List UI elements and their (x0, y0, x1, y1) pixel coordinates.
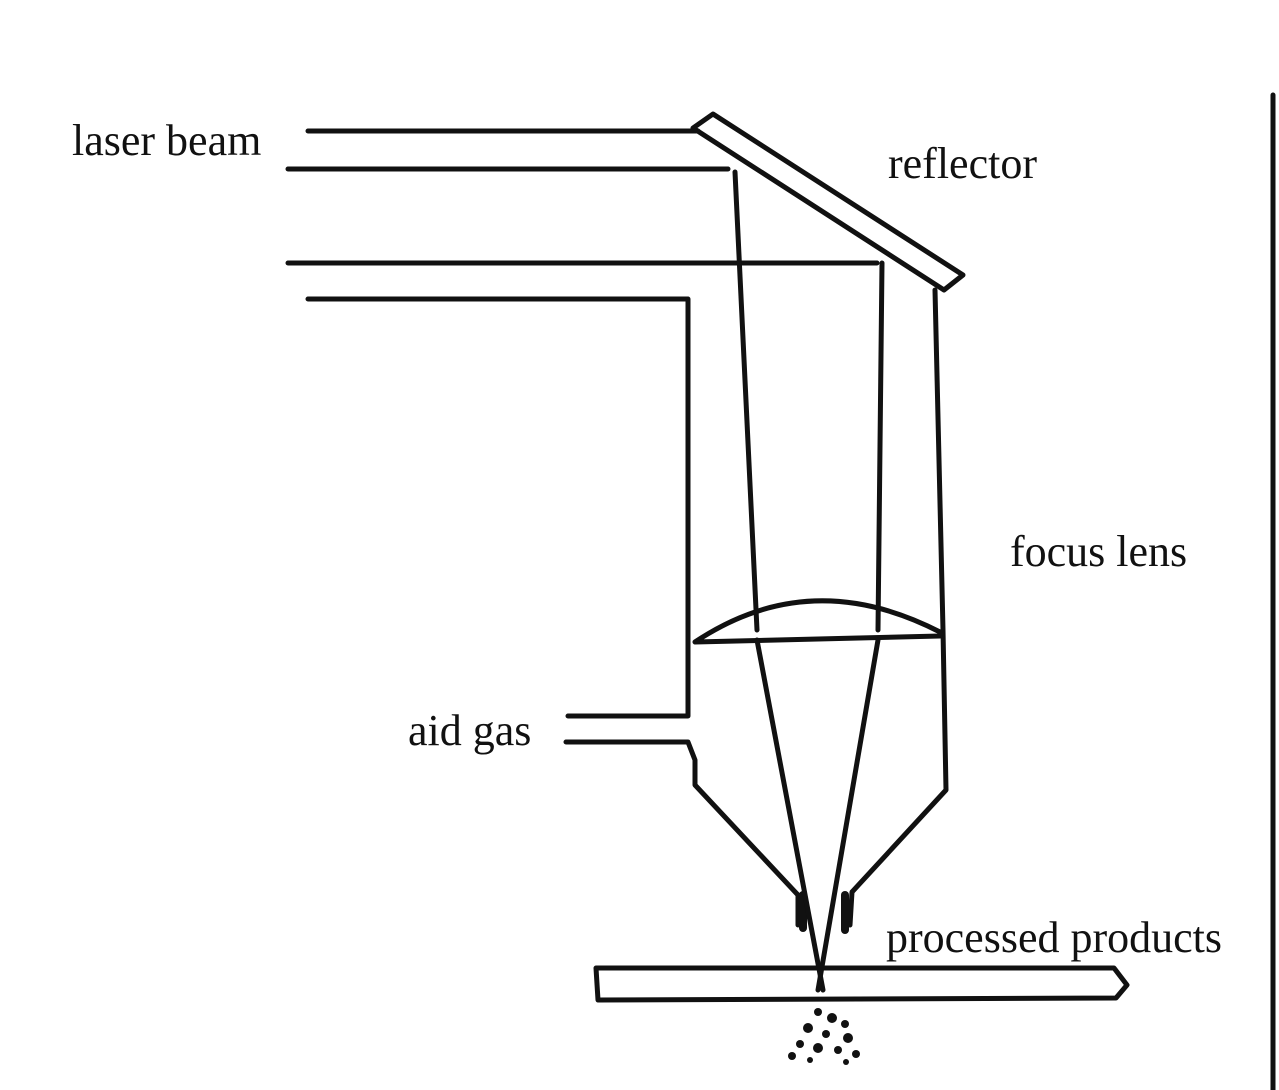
label-processed-products: processed products (886, 913, 1222, 962)
nozzle-tip (799, 891, 849, 934)
reflected-beam-lines (732, 169, 885, 633)
reflector-mirror (690, 111, 966, 293)
label-reflector: reflector (888, 139, 1037, 188)
focused-beam-lines (754, 637, 881, 993)
processed-product-plate (593, 965, 1130, 1003)
label-focus-lens: focus lens (1010, 527, 1187, 576)
sparks-debris (788, 1008, 860, 1065)
housing-left-wall (305, 296, 691, 719)
aid-gas-inlet (563, 739, 801, 928)
laser-beam-lines (285, 128, 880, 266)
label-aid-gas: aid gas (408, 706, 531, 755)
focus-lens (692, 598, 943, 645)
label-laser-beam: laser beam (72, 116, 261, 165)
housing-right-wall (847, 287, 949, 928)
